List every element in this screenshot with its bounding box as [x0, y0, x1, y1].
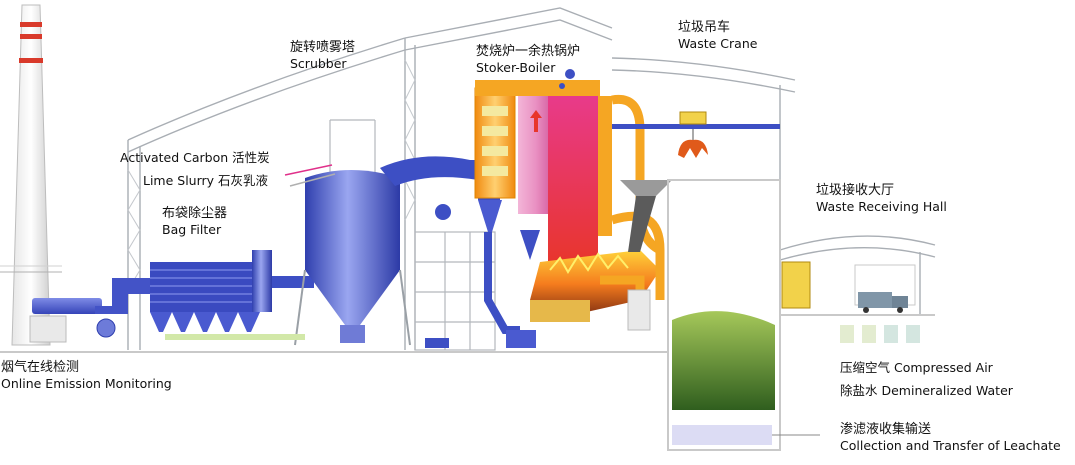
label-scrubber: 旋转喷雾塔 Scrubber [290, 40, 355, 72]
scrubber-tower [284, 164, 411, 346]
flue-duct-chimney [29, 278, 150, 343]
label-demineralized-water: 除盐水 Demineralized Water [840, 383, 1013, 398]
feed-hopper [620, 180, 672, 252]
label-bag-filter: 布袋除尘器 Bag Filter [162, 206, 227, 238]
fan-housing [627, 289, 651, 331]
label-en: Bag Filter [162, 222, 222, 237]
stoker-boiler [474, 69, 612, 266]
label-stoker-boiler: 焚烧炉一余热锅炉 Stoker-Boiler [476, 44, 580, 76]
label-waste-receiving-hall: 垃圾接收大厅 Waste Receiving Hall [816, 183, 947, 215]
label-zh: 垃圾接收大厅 [816, 183, 895, 198]
label-en: Stoker-Boiler [476, 60, 556, 75]
label-lime-slurry: Lime Slurry 石灰乳液 [143, 173, 269, 188]
label-en: Waste Crane [678, 36, 758, 51]
chimney [0, 4, 62, 346]
waste-receiving-hall [780, 261, 935, 343]
label-zh: 旋转喷雾塔 [290, 40, 356, 55]
label-zh: 焚烧炉一余热锅炉 [476, 44, 581, 59]
label-leachate: 渗滤液收集输送 Collection and Transfer of Leach… [840, 422, 1061, 454]
steel-structure [329, 119, 496, 351]
label-en: Collection and Transfer of Leachate [840, 438, 1061, 453]
label-en: Waste Receiving Hall [816, 199, 947, 214]
label-zh: 布袋除尘器 [162, 206, 228, 221]
waste-crane [612, 111, 780, 158]
label-activated-carbon: Activated Carbon 活性炭 [120, 150, 270, 165]
bag-filter [150, 250, 314, 332]
label-en: Online Emission Monitoring [1, 376, 172, 391]
label-zh: 烟气在线检测 [1, 360, 80, 375]
label-waste-crane: 垃圾吊车 Waste Crane [678, 20, 757, 52]
label-zh: 渗滤液收集输送 [840, 422, 932, 437]
roof-truss-left [127, 7, 613, 350]
label-compressed-air: 压缩空气 Compressed Air [840, 360, 993, 375]
roof-truss-right [611, 57, 936, 315]
label-en: Scrubber [290, 56, 347, 71]
label-zh: 垃圾吊车 [678, 20, 731, 35]
label-online-emission-monitoring: 烟气在线检测 Online Emission Monitoring [1, 360, 172, 392]
ground-equipment [165, 330, 536, 348]
